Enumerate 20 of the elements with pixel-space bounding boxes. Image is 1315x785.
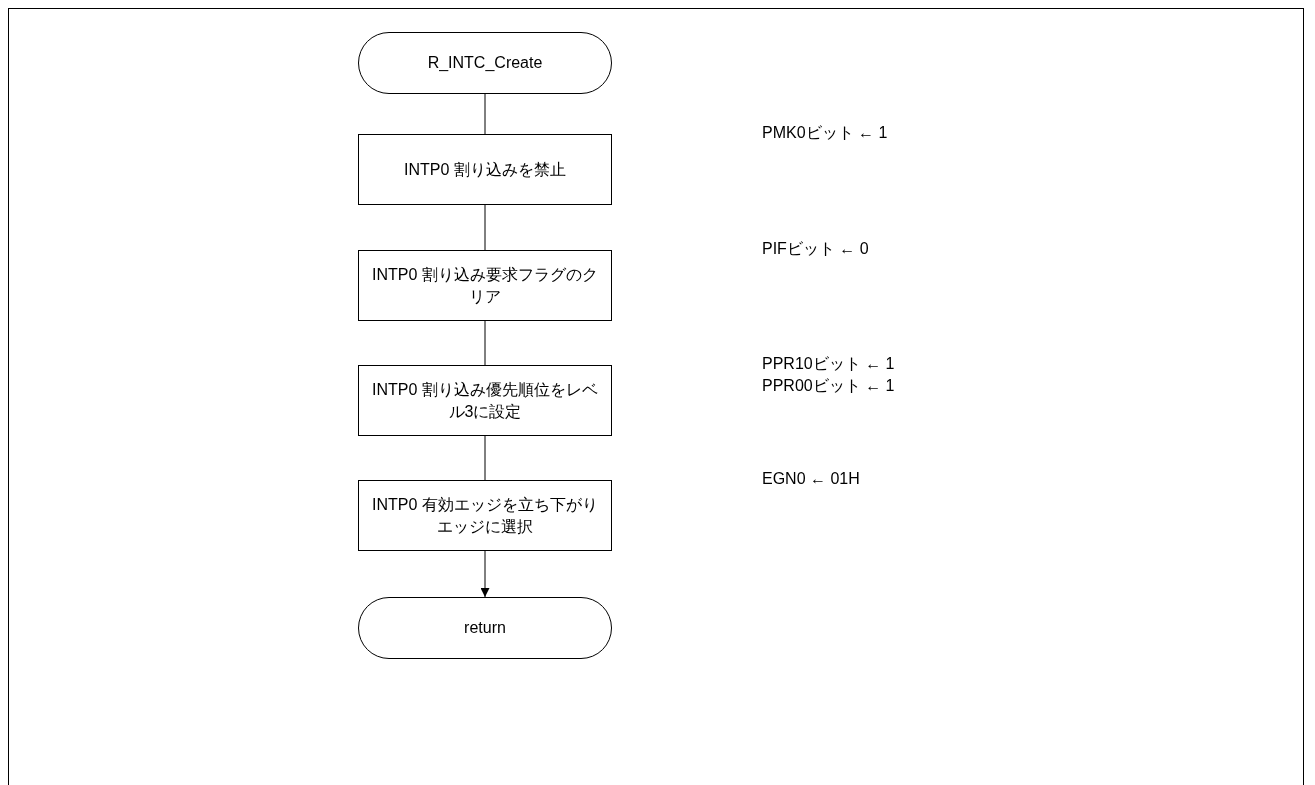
register-note: EGN0 ← 01H xyxy=(762,469,860,489)
process-box xyxy=(358,480,612,551)
node-label: return xyxy=(463,618,507,639)
connector-line xyxy=(484,93,486,135)
connector-line xyxy=(484,204,486,251)
connector-line xyxy=(484,320,486,366)
process-box xyxy=(358,365,612,436)
node-label: INTP0 有効エッジを立ち下がりエッジに選択 xyxy=(371,494,599,537)
process-box xyxy=(358,134,612,205)
register-note: PMK0ビット ← 1 xyxy=(762,123,888,143)
register-note: PPR00ビット ← 1 xyxy=(762,376,895,396)
register-note: PPR10ビット ← 1 xyxy=(762,354,895,374)
process-box xyxy=(358,250,612,321)
node-label: INTP0 割り込み優先順位をレベル3に設定 xyxy=(371,379,599,422)
register-note: PIFビット ← 0 xyxy=(762,239,869,259)
node-label: INTP0 割り込み要求フラグのクリア xyxy=(371,264,599,307)
node-label: INTP0 割り込みを禁止 xyxy=(403,159,567,180)
connector-line xyxy=(484,435,486,481)
node-label: R_INTC_Create xyxy=(426,53,544,74)
arrow xyxy=(480,550,490,598)
